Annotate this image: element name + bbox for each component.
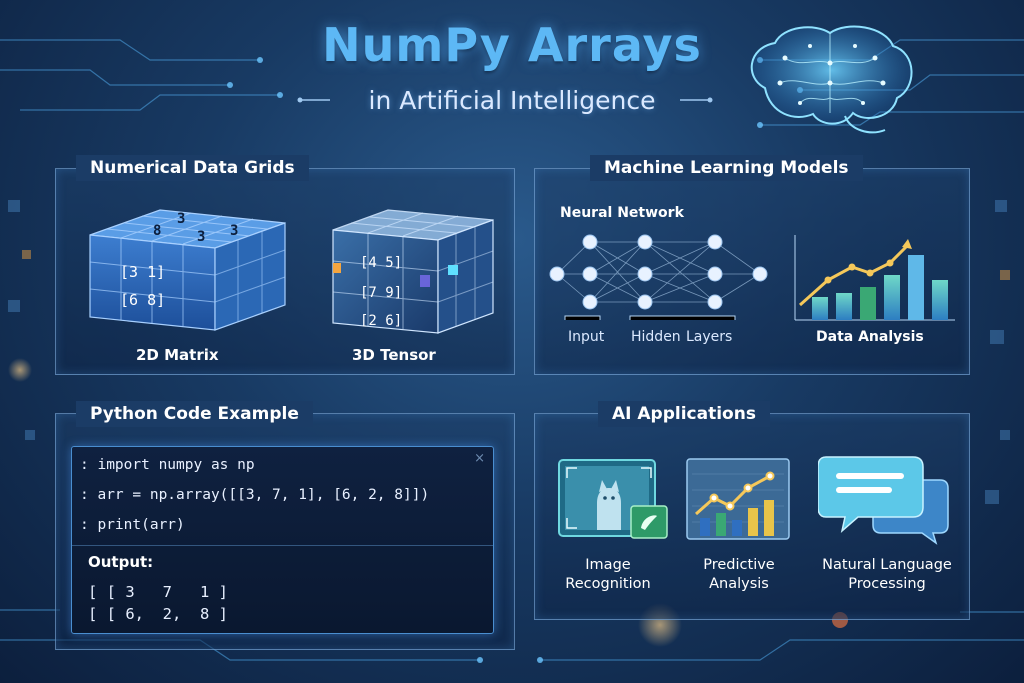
output-title: Output: [88, 553, 154, 571]
brain-icon [750, 25, 913, 134]
app-label-predictive-analysis: Predictive Analysis [703, 557, 775, 592]
tensor-row: [2 6] [360, 313, 402, 329]
code-line: : arr = np.array([[3, 7, 1], [6, 2, 8]]) [80, 487, 430, 503]
app-label-nlp: Natural Language Processing [822, 557, 952, 592]
app-label-image-recognition: Image Recognition [565, 557, 651, 592]
tensor-3d-cube: [4 5] [7 9] [2 6] [332, 209, 494, 334]
data-grids-title: Numerical Data Grids [76, 155, 309, 181]
close-icon[interactable]: × [474, 451, 485, 466]
matrix-top-digit: 3 [230, 223, 238, 239]
cat-photo-icon [558, 459, 668, 539]
input-layer-label: Input [568, 329, 605, 345]
output-divider [72, 545, 493, 546]
data-analysis-chart-icon [794, 235, 955, 321]
page-title: NumPy Arrays [322, 18, 702, 72]
matrix-top-digit: 3 [177, 211, 185, 227]
trend-chart-icon [686, 458, 790, 540]
tensor-row: [7 9] [360, 285, 402, 301]
neural-network-diagram [549, 234, 768, 320]
matrix-row: [3 1] [120, 263, 165, 281]
chat-bubbles-icon [818, 456, 949, 545]
ml-models-title: Machine Learning Models [590, 155, 863, 181]
tensor-row: [4 5] [360, 255, 402, 271]
layers-label: Layers [686, 329, 733, 345]
matrix-2d-cube: 3 8 3 3 [3 1] [6 8] [89, 209, 286, 331]
code-example-title: Python Code Example [76, 401, 313, 427]
code-line: : import numpy as np [80, 457, 255, 473]
matrix-row: [6 8] [120, 291, 165, 309]
matrix-label: 2D Matrix [136, 346, 219, 364]
output-line: [ [ 3 7 1 ] [88, 583, 228, 601]
ai-apps-title: AI Applications [598, 401, 770, 427]
matrix-top-digit: 3 [197, 229, 205, 245]
code-line: : print(arr) [80, 517, 185, 533]
page-subtitle: in Artificial Intelligence [368, 86, 656, 115]
neural-network-title: Neural Network [560, 205, 684, 221]
output-line: [ [ 6, 2, 8 ] [88, 605, 228, 623]
tensor-label: 3D Tensor [352, 346, 436, 364]
data-analysis-label: Data Analysis [816, 329, 924, 345]
matrix-top-digit: 8 [153, 223, 161, 239]
ml-models-panel [534, 168, 970, 375]
hidden-layer-label: Hidden [631, 329, 681, 345]
code-editor[interactable]: × : import numpy as np : arr = np.array(… [71, 446, 494, 634]
